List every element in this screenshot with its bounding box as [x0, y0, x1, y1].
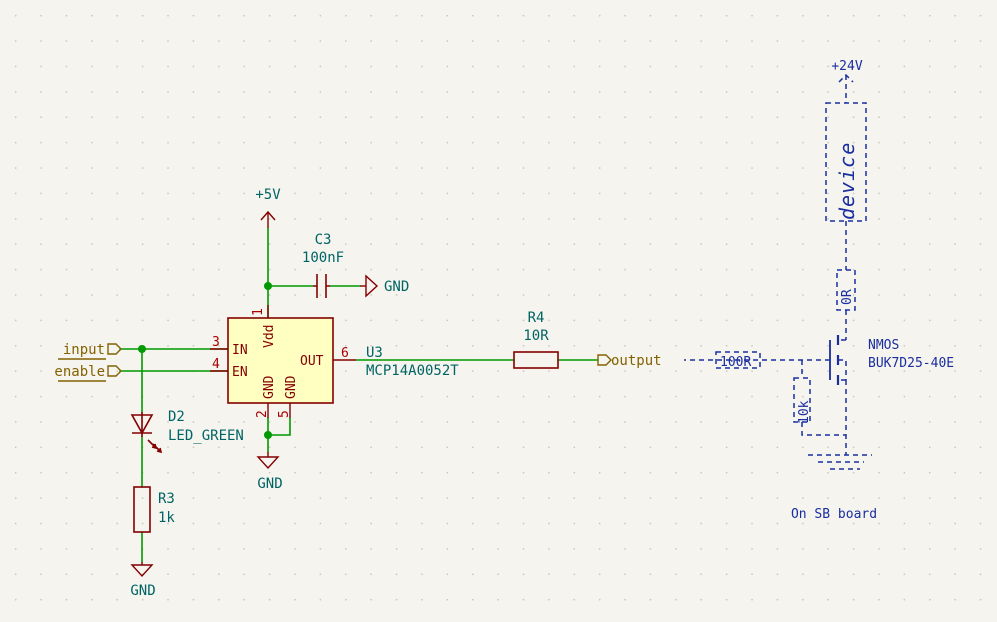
c3-value: 100nF — [302, 250, 344, 266]
port-input-label: input — [63, 342, 105, 358]
led-d2[interactable]: D2 LED_GREEN — [130, 409, 244, 454]
u3-pin-en-num: 4 — [212, 357, 220, 372]
device-label: device — [835, 142, 859, 220]
c3-ref: C3 — [315, 232, 332, 248]
resistor-r3[interactable]: R3 1k — [133, 486, 175, 533]
gnd-u3: GND — [256, 452, 283, 492]
port-output-label: output — [611, 353, 662, 369]
gnd-r3-label: GND — [130, 583, 155, 599]
u3-pin-in-num: 3 — [212, 335, 220, 350]
capacitor-c3[interactable]: C3 100nF — [302, 232, 344, 298]
d2-value: LED_GREEN — [168, 428, 244, 444]
port-enable[interactable]: enable — [54, 364, 122, 382]
u3-pin-out-name: OUT — [300, 354, 324, 369]
u3-ref: U3 — [366, 345, 383, 361]
u3-part: MCP14A0052T — [366, 363, 459, 379]
u3-pin-gnd5-name: GND — [284, 375, 299, 399]
nmos-part: BUK7D25-40E — [868, 356, 954, 371]
wires — [119, 227, 599, 563]
power-24v-label: +24V — [831, 59, 862, 74]
port-enable-label: enable — [54, 364, 105, 380]
port-output[interactable]: output — [597, 353, 662, 369]
gnd-c3-label: GND — [384, 279, 409, 295]
u3-pin-out-num: 6 — [341, 346, 349, 361]
gnd-c3: GND — [360, 274, 409, 298]
gnd-u3-label: GND — [257, 476, 282, 492]
junction-input — [138, 345, 146, 353]
gnd-r3: GND — [130, 562, 156, 599]
device-box[interactable] — [825, 102, 867, 222]
resistor-r4[interactable]: R4 10R — [513, 310, 559, 369]
junctions — [138, 282, 272, 439]
power-5v: +5V — [255, 187, 281, 228]
r4-value: 10R — [523, 328, 549, 344]
resistor-0r-label: 0R — [840, 289, 855, 305]
resistor-100r[interactable] — [715, 351, 761, 369]
resistor-100r-label: 100R — [720, 355, 751, 370]
nmos-fet[interactable]: NMOS BUK7D25-40E — [684, 335, 954, 385]
ic-u3[interactable]: 3 4 1 2 5 6 IN EN Vdd GND GND OUT U3 MCP… — [210, 305, 459, 418]
offboard-circuit: +24V device 0R NMOS BUK7D25-40E 100R 10k — [684, 59, 954, 522]
r4-ref: R4 — [528, 310, 545, 326]
junction-5v — [264, 282, 272, 290]
nmos-type: NMOS — [868, 338, 899, 353]
offboard-note: On SB board — [791, 507, 877, 522]
u3-pin-vdd-name: Vdd — [262, 325, 277, 348]
u3-pin-vdd-num: 1 — [251, 308, 266, 316]
port-input[interactable]: input — [58, 342, 122, 360]
u3-pin-in-name: IN — [232, 343, 248, 358]
u3-pin-en-name: EN — [232, 365, 248, 380]
u3-pin-gnd2-name: GND — [262, 375, 277, 399]
d2-ref: D2 — [168, 409, 185, 425]
resistor-10k-label: 10k — [797, 400, 812, 424]
u3-pin-gnd2-num: 2 — [255, 410, 270, 418]
power-5v-label: +5V — [255, 187, 281, 203]
u3-pin-gnd5-num: 5 — [277, 410, 292, 418]
junction-gnd — [264, 431, 272, 439]
r3-value: 1k — [158, 510, 175, 526]
r3-ref: R3 — [158, 491, 175, 507]
